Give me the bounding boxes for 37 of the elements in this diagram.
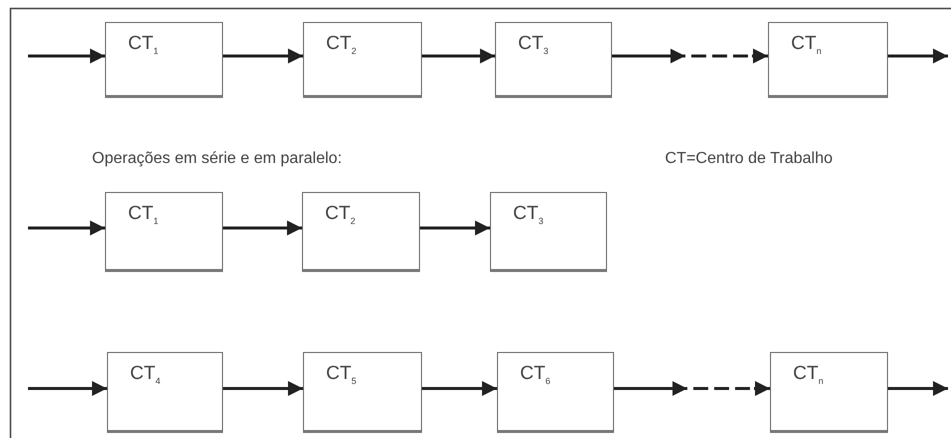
- section-heading: Operações em série e em paralelo:: [92, 150, 342, 168]
- work-center-label: CT$_{4}$: [130, 363, 160, 386]
- work-center-box: [490, 192, 607, 272]
- work-center-label: CT$_{3}$: [518, 33, 548, 56]
- work-center-box: [495, 22, 612, 98]
- work-center-box: [303, 22, 422, 98]
- arrow: [28, 220, 105, 236]
- work-center-box: [303, 352, 422, 433]
- work-center-label: CT$_{n}$: [793, 363, 824, 386]
- arrow: [612, 48, 768, 64]
- work-center-label: CT$_{3}$: [513, 203, 544, 226]
- arrow: [28, 48, 105, 64]
- arrow: [888, 381, 948, 396]
- work-center-box: [768, 22, 888, 98]
- arrow: [223, 48, 303, 64]
- work-center-box: [107, 352, 223, 433]
- work-center-label: CT$_{1}$: [128, 33, 158, 56]
- legend-note: CT=Centro de Trabalho: [665, 150, 833, 168]
- work-center-label: CT$_{n}$: [791, 33, 822, 56]
- arrow: [888, 48, 948, 64]
- work-center-label: CT$_{5}$: [326, 363, 356, 386]
- arrow: [422, 381, 497, 396]
- arrow: [28, 381, 107, 396]
- work-center-box: [105, 22, 223, 98]
- arrow: [223, 220, 302, 236]
- arrow: [614, 381, 770, 396]
- work-center-box: [497, 352, 614, 433]
- work-center-label: CT$_{2}$: [325, 203, 356, 226]
- work-center-label: CT$_{1}$: [128, 203, 158, 226]
- arrow: [420, 220, 490, 236]
- work-center-label: CT$_{2}$: [326, 33, 356, 56]
- work-center-box: [302, 192, 420, 272]
- work-center-box: [105, 192, 223, 272]
- arrow: [223, 381, 303, 396]
- work-center-label: CT$_{6}$: [520, 363, 550, 386]
- arrow: [422, 48, 495, 64]
- work-center-box: [770, 352, 888, 433]
